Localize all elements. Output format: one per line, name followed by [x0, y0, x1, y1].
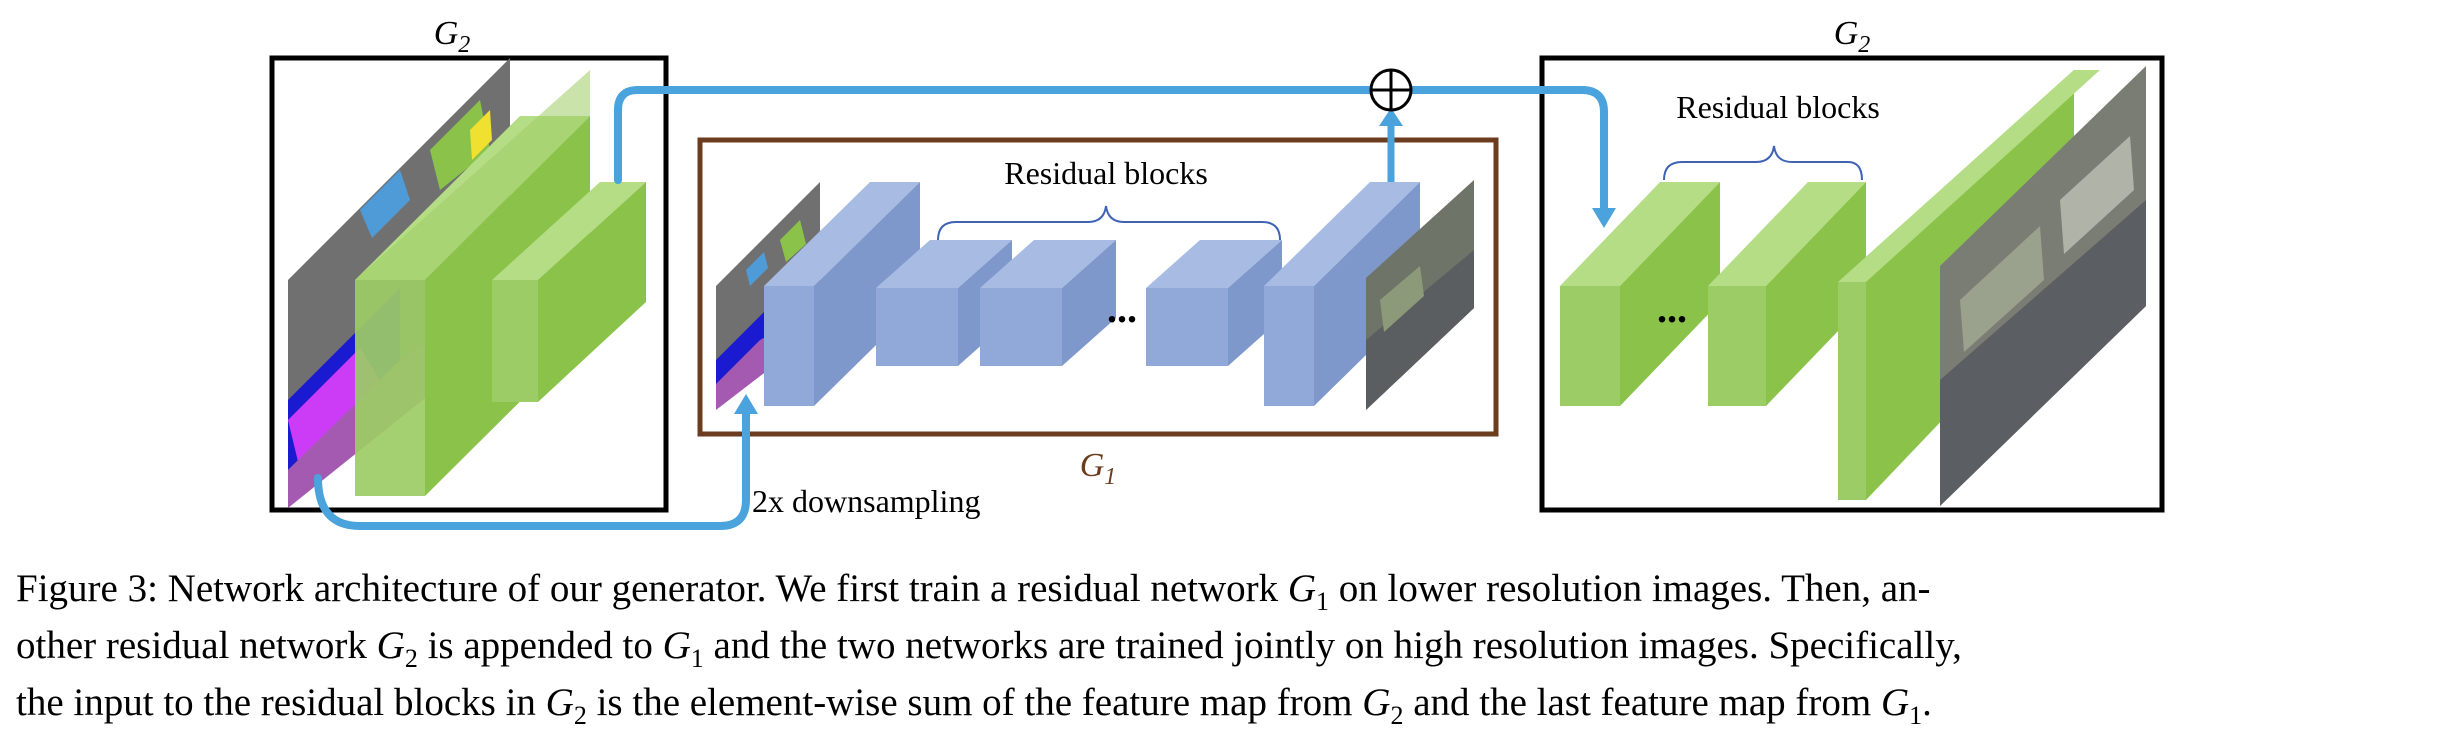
g1-label: G1 — [1080, 447, 1117, 490]
g2-residual-block-1 — [1560, 182, 1720, 406]
g2-ellipsis: ... — [1657, 286, 1687, 331]
g1-residual-brace — [937, 205, 1281, 241]
arrow-head-into-right-g2 — [1592, 208, 1616, 228]
left-green-conv-block-1 — [355, 70, 590, 496]
left-g2-label: G2 — [434, 15, 471, 58]
right-g2-label: G2 — [1834, 15, 1871, 58]
figure-caption: Figure 3: Network architecture of our ge… — [16, 560, 2426, 731]
g1-ellipsis: ... — [1107, 286, 1137, 331]
g1-residual-block-1 — [876, 240, 1012, 366]
g2-residual-brace — [1663, 145, 1863, 181]
generator-architecture-diagram: G2 G1 — [269, 15, 2165, 530]
left-green-conv-block-2 — [492, 182, 646, 402]
g2-output-image — [1940, 66, 2146, 506]
elementwise-sum-node — [1369, 68, 1413, 112]
right-g2-block: G2 Residual blocks ... — [1539, 15, 2165, 513]
downsampling-label: 2x downsampling — [752, 483, 980, 519]
g1-residual-block-3 — [1146, 240, 1282, 366]
skip-connection-arrow — [614, 86, 1608, 216]
caption-line-1: Figure 3: Network architecture of our ge… — [16, 567, 1931, 616]
caption-line-3: the input to the residual blocks in G2 i… — [16, 681, 1932, 730]
g2-residual-blocks-label: Residual blocks — [1676, 89, 1880, 125]
caption-line-2: other residual network G2 is appended to… — [16, 624, 1962, 673]
g2-residual-block-2 — [1708, 182, 1866, 406]
g1-output-image — [1366, 180, 1474, 410]
downsampling-arrow — [314, 408, 750, 530]
g1-residual-blocks-label: Residual blocks — [1004, 155, 1208, 191]
g1-residual-block-2 — [980, 240, 1116, 366]
center-g1-block: G1 ... — [697, 137, 1499, 490]
left-g2-block: G2 — [269, 15, 669, 513]
g1-conv-block-1 — [764, 182, 920, 406]
